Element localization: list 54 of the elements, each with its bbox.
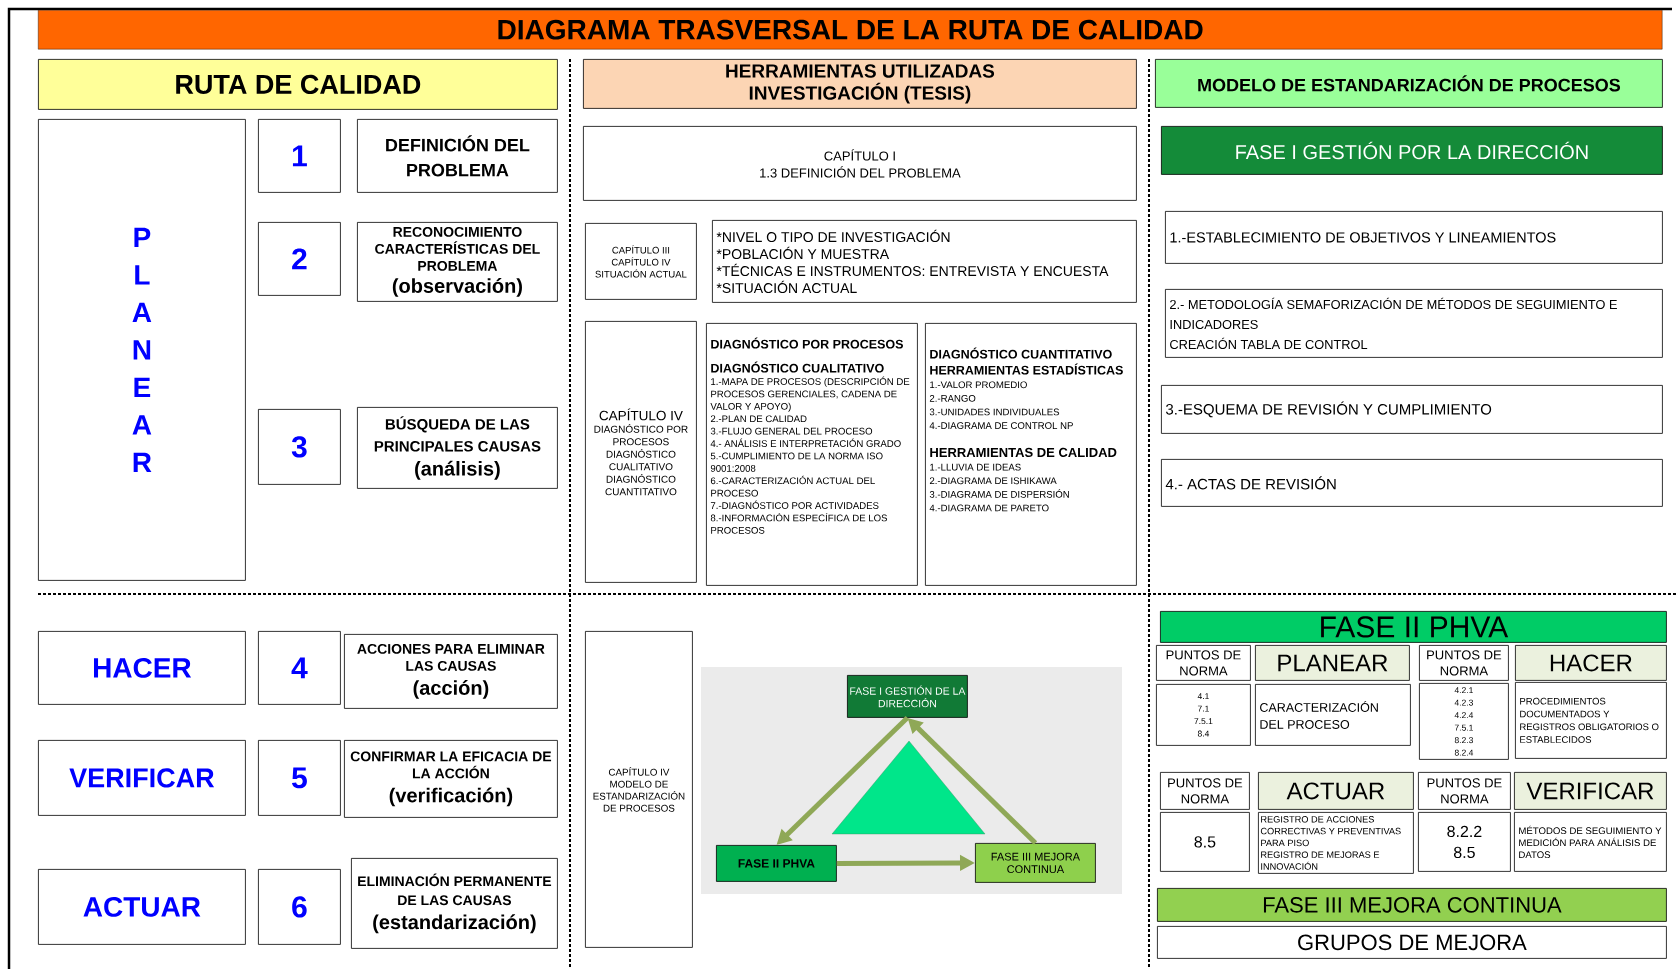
table-header-cell: PUNTOS DE NORMA (1418, 772, 1511, 810)
step-box: BÚSQUEDA DE LAS PRINCIPALES CAUSAS (análisis) (357, 407, 558, 489)
chapter-box: CAPÍTULO III CAPÍTULO IV SITUACIÓN ACTUAL (585, 223, 697, 300)
step-number-box: 5 (258, 740, 341, 816)
phase-banner: FASE II PHVA (1160, 611, 1667, 643)
item-box: 3.-ESQUEMA DE REVISIÓN Y CUMPLIMIENTO (1161, 385, 1663, 434)
table-header-cell: VERIFICAR (1514, 772, 1667, 810)
cycle-box: FASE I GESTIÓN DE LA DIRECCIÓN (847, 675, 968, 718)
table-cell: 4.1 7.1 7.5.1 8.4 (1156, 684, 1251, 746)
table-cell: 4.2.1 4.2.3 4.2.4 7.5.1 8.2.3 8.2.4 (1419, 683, 1509, 760)
item-box: 4.- ACTAS DE REVISIÓN (1161, 459, 1663, 507)
table-header-cell: ACTUAR (1258, 772, 1414, 810)
item-box: 1.-ESTABLECIMIENTO DE OBJETIVOS Y LINEAMIENTOS (1165, 211, 1663, 264)
chapter-box: CAPÍTULO IV DIAGNÓSTICO POR PROCESOS DIAGNÓSTICO CUALITATIVO DIAGNÓSTICO CUANTITATIVO (585, 321, 697, 583)
table-header-cell: PUNTOS DE NORMA (1160, 772, 1250, 810)
step-box: ELIMINACIÓN PERMANENTE DE LAS CAUSAS (estandarización) (351, 858, 558, 949)
step-number-box: 6 (258, 869, 341, 945)
table-header-cell: PUNTOS DE NORMA (1156, 645, 1251, 681)
item-box: 2.- METODOLOGÍA SEMAFORIZACIÓN DE MÉTODOS DE SEGUIMIENTO E INDICADORES CREACIÓN TABLA DE CONTROL (1165, 289, 1663, 358)
step-box: ACCIONES PARA ELIMINAR LAS CAUSAS (acción) (344, 634, 558, 709)
table-cell: REGISTRO DE ACCIONES CORRECTIVAS Y PREVENTIVAS PARA PISO REGISTRO DE MEJORAS E INNOVACIÓN (1258, 812, 1414, 874)
phase-box: P L A N E A R (38, 119, 246, 581)
phase-box: ACTUAR (38, 869, 246, 945)
step-box: DEFINICIÓN DEL PROBLEMA (357, 119, 558, 193)
column-header: RUTA DE CALIDAD (38, 59, 558, 110)
table-cell: 8.2.2 8.5 (1418, 812, 1511, 872)
list-box: *NIVEL O TIPO DE INVESTIGACIÓN *POBLACIÓN Y MUESTRA *TÉCNICAS E INSTRUMENTOS: ENTREVISTA Y ENCUESTA *SITUACIÓN ACTUAL (712, 220, 1137, 303)
chapter-box: CAPÍTULO I 1.3 DEFINICIÓN DEL PROBLEMA (583, 126, 1137, 201)
table-cell: 8.5 (1160, 812, 1250, 872)
step-box: RECONOCIMIENTO CARACTERÍSTICAS DEL PROBLEMA (observación) (357, 222, 558, 302)
table-cell: CARACTERIZACIÓN DEL PROCESO (1255, 684, 1411, 746)
list-box: DIAGNÓSTICO CUANTITATIVO HERRAMIENTAS ESTADÍSTICAS 1.-VALOR PROMEDIO 2.-RANGO 3.-UNIDADES INDIVIDUALES 4.-DIAGRAMA DE CONTROL NP HERRAMIENTAS DE CALIDAD 1.-LLUVIA DE IDEAS 2.-DIAGRAMA DE ISHIKAWA 3.-DIAGRAMA DE DISPERSIÓN 4.-DIAGRAMA DE PARETO (925, 323, 1137, 586)
table-header-cell: PLANEAR (1255, 645, 1410, 681)
column-header: HERRAMIENTAS UTILIZADAS INVESTIGACIÓN (TESIS) (583, 59, 1137, 109)
title-banner: DIAGRAMA TRASVERSAL DE LA RUTA DE CALIDAD (38, 10, 1663, 50)
phase-banner: FASE I GESTIÓN POR LA DIRECCIÓN (1161, 126, 1663, 175)
step-number-box: 2 (258, 222, 341, 296)
column-header: MODELO DE ESTANDARIZACIÓN DE PROCESOS (1155, 59, 1663, 108)
step-number-box: 1 (258, 119, 341, 193)
chapter-box: CAPÍTULO IV MODELO DE ESTANDARIZACIÓN DE PROCESOS (585, 631, 693, 948)
table-cell: PROCEDIMIENTOS DOCUMENTADOS Y REGISTROS OBLIGATORIOS O ESTABLECIDOS (1515, 682, 1667, 759)
step-number-box: 3 (258, 409, 341, 485)
cycle-box: FASE III MEJORA CONTINUA (975, 843, 1096, 883)
phase-box: HACER (38, 631, 246, 705)
table-header-cell: PUNTOS DE NORMA (1419, 645, 1509, 681)
list-box: DIAGNÓSTICO POR PROCESOS DIAGNÓSTICO CUALITATIVO 1.-MAPA DE PROCESOS (DESCRIPCIÓN DE PROCESOS GERENCIALES, CADENA DE VALOR Y APOYO) 2.-PLAN DE CALIDAD 3.-FLUJO GENERAL DEL PROCESO 4.- ANÁLISIS E INTERPRETACIÓN GRADO 5.-CUMPLIMIENTO DE LA NORMA ISO 9001:2008 6.-CARACTERIZACIÓN ACTUAL DEL PROCESO 7.-DIAGNÓSTICO POR ACTIVIDADES 8.-INFORMACIÓN ESPECÍFICA DE LOS PROCESOS (706, 323, 918, 586)
table-header-cell: HACER (1515, 645, 1667, 681)
table-cell: MÉTODOS DE SEGUIMIENTO Y MEDICIÓN PARA ANÁLISIS DE DATOS (1514, 812, 1667, 872)
phase-box: VERIFICAR (38, 740, 246, 816)
step-number-box: 4 (258, 631, 341, 705)
phase-banner: FASE III MEJORA CONTINUA (1157, 888, 1667, 922)
step-box: CONFIRMAR LA EFICACIA DE LA ACCIÓN (verificación) (344, 740, 558, 818)
item-box: GRUPOS DE MEJORA (1157, 926, 1667, 959)
cycle-box: FASE II PHVA (716, 845, 837, 882)
